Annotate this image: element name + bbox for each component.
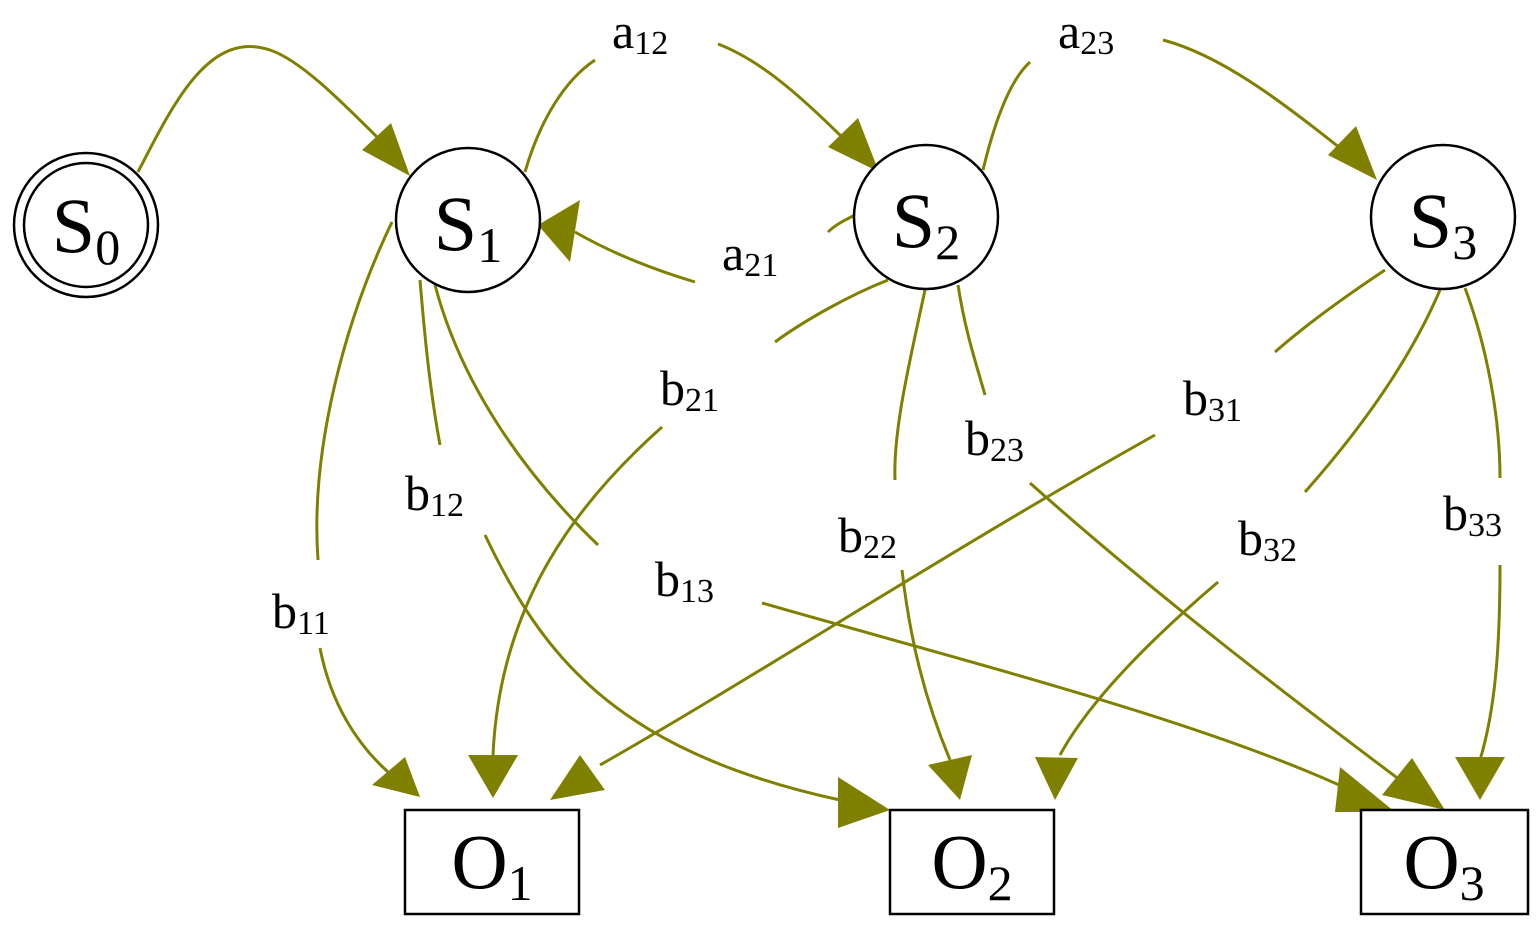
edge-label-b31: b31	[1183, 370, 1242, 429]
state-node-s0: S0	[12, 151, 160, 299]
edge-label-a21: a21	[722, 225, 778, 284]
edge-b31	[550, 268, 1386, 800]
edge-a23	[981, 38, 1377, 180]
edge-label-a12: a12	[612, 3, 668, 62]
observation-label-o3: O3	[1403, 818, 1484, 911]
edge-label-b23: b23	[965, 410, 1024, 469]
edge-label-a23: a23	[1058, 3, 1114, 62]
edge-a21	[538, 200, 856, 284]
edge-b12	[418, 279, 890, 828]
edge-b33	[1455, 287, 1505, 800]
edge-label-b33: b33	[1443, 485, 1502, 544]
state-label-s1: S1	[434, 180, 502, 273]
edge-b22	[893, 289, 972, 800]
edge-label-b21: b21	[660, 360, 719, 419]
edge-b21	[468, 278, 889, 798]
edge-label-b12: b12	[405, 465, 464, 524]
state-label-s3: S3	[1409, 177, 1477, 270]
edge-label-b32: b32	[1238, 510, 1297, 569]
observation-label-o2: O2	[931, 818, 1012, 911]
edge-b23	[956, 284, 1445, 810]
observation-node-o2: O2	[888, 808, 1056, 916]
state-node-s3: S3	[1369, 143, 1517, 291]
edge-b32	[1035, 289, 1442, 800]
edge-label-b13: b13	[655, 551, 714, 610]
observation-node-o3: O3	[1359, 808, 1530, 916]
state-label-s2: S2	[892, 177, 960, 270]
edge-label-b11: b11	[272, 583, 330, 642]
observation-node-o1: O1	[403, 808, 581, 916]
edge-label-b22: b22	[838, 507, 897, 566]
state-label-s0: S0	[52, 182, 120, 275]
observation-label-o1: O1	[451, 818, 532, 911]
edge-b13	[433, 284, 1395, 812]
edge-b11	[315, 221, 420, 797]
edge-s0-s1	[136, 45, 410, 176]
edge-a12	[523, 42, 879, 173]
state-node-s2: S2	[852, 143, 1000, 291]
state-node-s1: S1	[394, 146, 542, 294]
